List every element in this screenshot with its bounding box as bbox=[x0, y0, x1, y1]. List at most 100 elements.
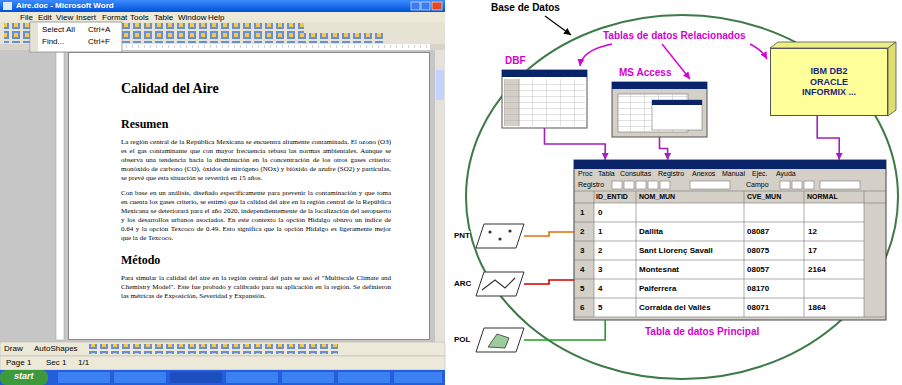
column-header: CVE_MUN bbox=[747, 193, 781, 201]
table-cell: 2 bbox=[598, 246, 602, 256]
connector bbox=[660, 137, 668, 160]
nav-button bbox=[636, 181, 646, 189]
toolbar-label: AutoShapes bbox=[34, 344, 78, 354]
drawing-toolbar bbox=[0, 342, 445, 356]
menu-item: Tools bbox=[130, 13, 149, 23]
database-ellipse: Base de DatosDBF MS Access IBM DB2 ORACLE … bbox=[452, 0, 902, 385]
database-title: Base de Datos bbox=[490, 2, 561, 14]
status-bar bbox=[0, 356, 445, 370]
database-outline bbox=[466, 15, 898, 379]
table-cell: Palferrera bbox=[639, 284, 676, 294]
taskbar-button bbox=[114, 372, 166, 383]
group-label: Tablas de datos Relacionados bbox=[602, 30, 747, 42]
dbf-screenshot bbox=[502, 70, 587, 128]
table-menu-item: Consultas bbox=[620, 170, 651, 178]
taskbar-button bbox=[282, 372, 334, 383]
taskbar-button bbox=[226, 372, 278, 383]
paragraph: Para simular la calidad del aire en la r… bbox=[121, 274, 391, 301]
vertical-ruler bbox=[56, 52, 64, 340]
connector bbox=[524, 320, 605, 340]
rdbms-box: IBM DB2 ORACLE INFORMIX ... bbox=[770, 48, 888, 116]
menu-item: Insert bbox=[76, 13, 96, 23]
navigator-label: Registro bbox=[578, 181, 604, 189]
taskbar bbox=[0, 370, 445, 385]
main-table-window: Tabla de datos PrincipalProcTablaConsult… bbox=[574, 160, 886, 320]
screenshot-grid bbox=[504, 79, 585, 126]
source-label: MS Access bbox=[618, 67, 672, 79]
table-menu-item: Registro bbox=[658, 170, 684, 178]
leader-arrow bbox=[580, 44, 612, 66]
section-heading: Método bbox=[121, 253, 391, 268]
table-menu-item: Manual bbox=[722, 170, 745, 178]
leader-arrow bbox=[545, 16, 571, 35]
line-layer-shape bbox=[476, 272, 524, 296]
table-cell: 1864 bbox=[808, 303, 826, 313]
table-cell: 08170 bbox=[747, 284, 769, 294]
line-symbol bbox=[482, 278, 515, 290]
nav-button bbox=[792, 181, 802, 189]
nav-button bbox=[804, 181, 814, 189]
leader-arrow bbox=[750, 44, 767, 59]
table-cell: 3 bbox=[598, 265, 602, 275]
table-cell: 08087 bbox=[747, 227, 769, 237]
menu-item: Format bbox=[102, 13, 127, 23]
box-side bbox=[888, 42, 896, 116]
document-area bbox=[0, 50, 435, 342]
table-cell: 1 bbox=[598, 227, 602, 237]
point-symbol bbox=[498, 237, 501, 240]
polygon-layer-shape bbox=[476, 328, 524, 352]
window-frame bbox=[0, 0, 445, 385]
screenshot-dialog bbox=[652, 100, 702, 130]
polygon-symbol bbox=[488, 334, 509, 348]
table-menu-item: Ayuda bbox=[776, 170, 796, 178]
status-field: Page 1 bbox=[6, 358, 31, 368]
row-number: 2 bbox=[580, 227, 584, 237]
access-screenshot bbox=[612, 82, 707, 137]
menu-command: Select All bbox=[42, 25, 75, 35]
table-menu-item: Anexos bbox=[692, 170, 715, 178]
taskbar-button bbox=[170, 372, 222, 383]
table-cell: 08075 bbox=[747, 246, 769, 256]
point-layer-shape bbox=[476, 224, 524, 248]
menu-item: File bbox=[20, 13, 33, 23]
point-symbol bbox=[508, 229, 511, 232]
table-cell: 08071 bbox=[747, 303, 769, 313]
column-header: ID_ENTID bbox=[596, 193, 628, 201]
nav-field bbox=[820, 181, 860, 189]
word-window-chrome bbox=[0, 0, 445, 385]
scroll-thumb bbox=[436, 70, 444, 100]
taskbar-button bbox=[394, 372, 442, 383]
nav-button bbox=[780, 181, 790, 189]
connector bbox=[524, 280, 574, 284]
table-cell: Corralda del Vallès bbox=[639, 303, 711, 313]
app-icon bbox=[3, 2, 12, 10]
layer-label: POL bbox=[454, 335, 470, 345]
table-cell: Montesnat bbox=[639, 265, 679, 275]
table-window bbox=[574, 160, 886, 320]
window-button bbox=[421, 2, 430, 10]
menu-item: View bbox=[56, 13, 73, 23]
nav-field bbox=[690, 181, 730, 189]
row-number: 5 bbox=[580, 284, 584, 294]
close-button bbox=[432, 2, 442, 10]
status-field: 1/1 bbox=[78, 358, 89, 368]
table-menu-item: Tabla bbox=[598, 170, 615, 178]
nav-button bbox=[612, 181, 622, 189]
point-symbol bbox=[488, 230, 491, 233]
paragraph: La región central de la República Mexica… bbox=[121, 138, 391, 183]
table-cell: 2164 bbox=[808, 265, 826, 275]
toolbar-icons bbox=[88, 344, 338, 354]
section-heading: Resumen bbox=[121, 117, 391, 132]
row-number: 4 bbox=[580, 265, 584, 275]
start-button-label: start bbox=[14, 371, 34, 382]
window-title: Aire.doc - Microsoft Word bbox=[16, 1, 114, 11]
table-menu-item: Ejec. bbox=[752, 170, 768, 178]
source-label: DBF bbox=[504, 55, 527, 67]
column-header: NORMAL bbox=[807, 193, 838, 201]
title-bar bbox=[0, 0, 445, 12]
screenshot-titlebar bbox=[652, 100, 702, 105]
nav-button bbox=[648, 181, 658, 189]
nav-button bbox=[660, 181, 670, 189]
taskbar-button bbox=[338, 372, 390, 383]
